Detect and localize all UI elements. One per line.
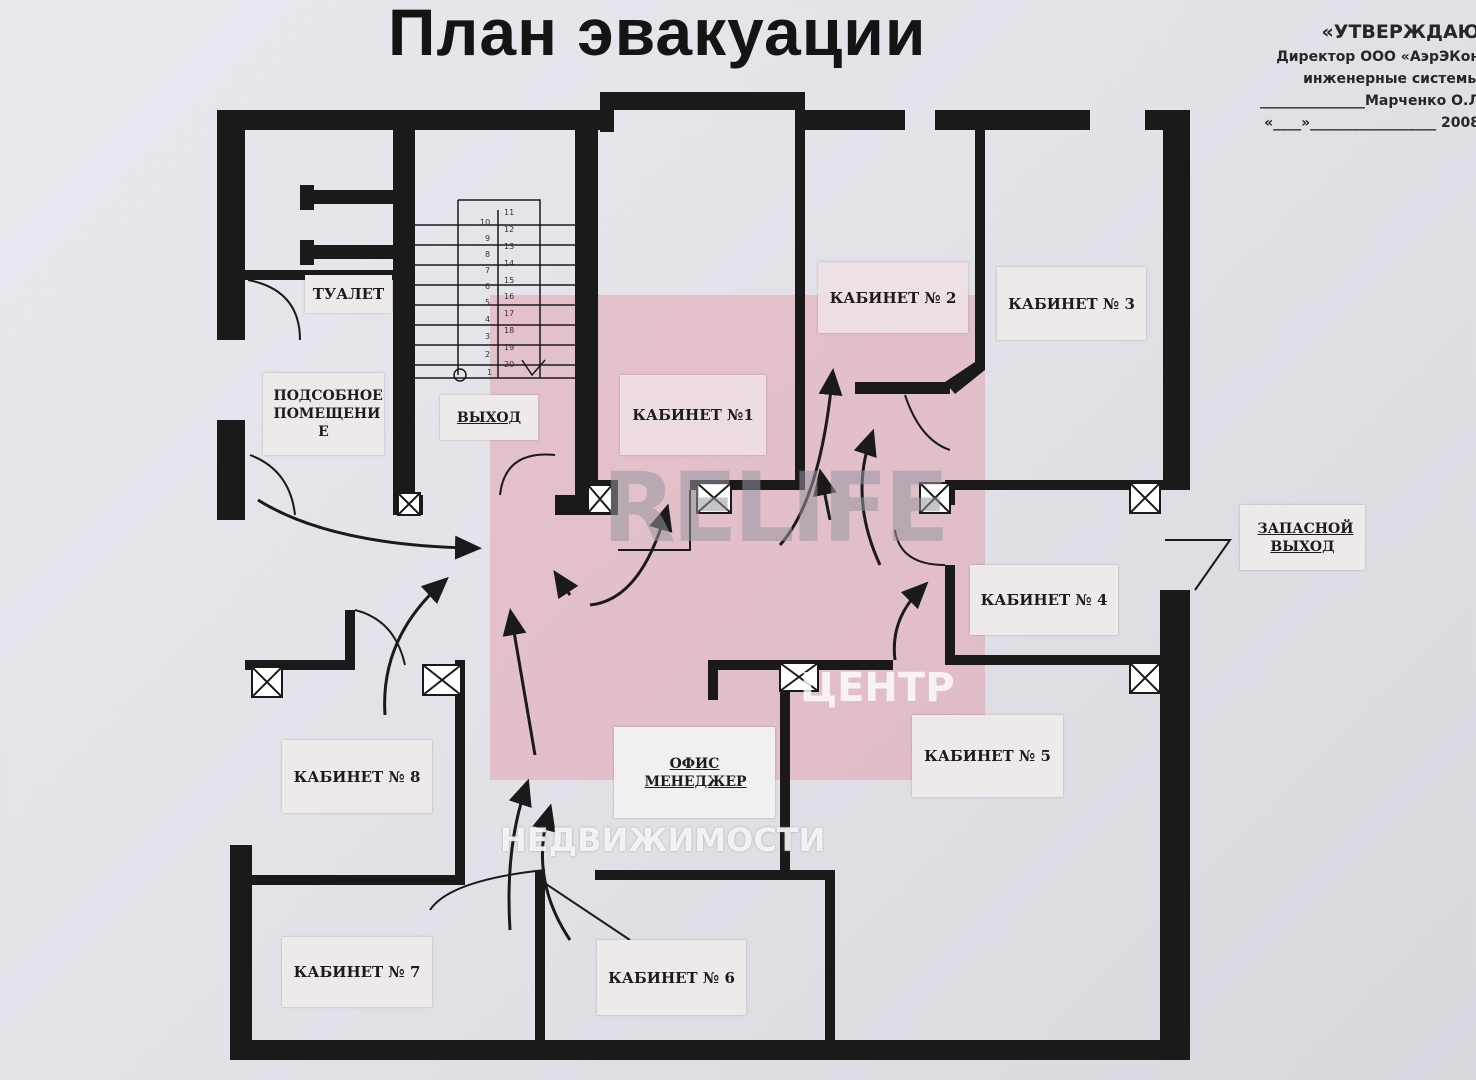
label-text: ОФИС МЕНЕДЖЕР	[644, 755, 747, 790]
stair-number: 18	[504, 326, 515, 335]
stair-number: 8	[485, 250, 491, 259]
stair-number: 7	[485, 266, 491, 275]
room-label-office-1: КАБИНЕТ №1	[620, 375, 766, 455]
room-label-emergency-exit: ЗАПАСНОЙ ВЫХОД	[1240, 505, 1365, 570]
watermark-line2: НЕДВИЖИМОСТИ	[500, 821, 826, 859]
stair-number: 4	[485, 315, 491, 324]
label-text: ЗАПАСНОЙ ВЫХОД	[1257, 520, 1354, 555]
ventilation-shafts	[251, 482, 1161, 698]
page-title: План эвакуации	[388, 0, 927, 69]
watermark-line1: ЦЕНТР	[800, 665, 955, 711]
label-text: КАБИНЕТ № 6	[608, 968, 735, 987]
label-text: КАБИНЕТ № 5	[924, 747, 1051, 765]
approval-line: инженерные системы	[1303, 71, 1476, 87]
approval-line: Директор ООО «АэрЭКон	[1276, 49, 1476, 65]
label-text: ТУАЛЕТ	[312, 285, 385, 303]
stair-number: 5	[485, 298, 491, 307]
room-label-toilet: ТУАЛЕТ	[305, 275, 392, 313]
stair-number: 12	[504, 225, 515, 234]
doors	[247, 279, 1232, 941]
stair-number: 11	[504, 208, 515, 217]
stair-number: 14	[504, 259, 515, 268]
room-label-office-2: КАБИНЕТ № 2	[818, 262, 968, 333]
approval-heading: «УТВЕРЖДАЮ	[1321, 21, 1476, 43]
room-label-office-3: КАБИНЕТ № 3	[997, 267, 1146, 340]
label-text: ПОДСОБНОЕ ПОМЕЩЕНИ Е	[273, 388, 383, 440]
stair-number: 9	[485, 234, 491, 243]
stair-number: 17	[504, 309, 515, 318]
label-text: ВЫХОД	[456, 409, 522, 426]
room-label-exit: ВЫХОД	[440, 395, 538, 440]
room-label-office-6: КАБИНЕТ № 6	[597, 940, 746, 1015]
label-text: КАБИНЕТ № 2	[829, 288, 957, 307]
room-label-office-5: КАБИНЕТ № 5	[912, 715, 1063, 797]
stair-lines	[415, 199, 575, 382]
label-text: КАБИНЕТ № 4	[980, 591, 1108, 609]
label-text: КАБИНЕТ № 7	[293, 963, 421, 981]
stair-number: 20	[504, 360, 515, 369]
approval-line: _______________Марченко О.Л	[1259, 93, 1476, 109]
watermark-brand: RELIFE	[602, 452, 950, 564]
stair-number: 13	[504, 242, 515, 251]
approval-line: «____»__________________ 2008	[1264, 115, 1476, 131]
stair-number: 10	[480, 218, 491, 227]
stair-number: 6	[485, 282, 491, 291]
room-label-utility: ПОДСОБНОЕ ПОМЕЩЕНИ Е	[263, 373, 384, 455]
label-text: КАБИНЕТ №1	[632, 406, 754, 424]
label-text: КАБИНЕТ № 3	[1008, 294, 1135, 313]
room-label-office-4: КАБИНЕТ № 4	[970, 565, 1118, 635]
room-label-office-8: КАБИНЕТ № 8	[282, 740, 432, 813]
approval-block: «УТВЕРЖДАЮ Директор ООО «АэрЭКон инженер…	[1260, 18, 1476, 134]
stair-number: 19	[504, 343, 515, 352]
stair-number: 15	[504, 276, 515, 285]
room-label-manager-office: ОФИС МЕНЕДЖЕР	[614, 727, 775, 818]
stair-number: 16	[504, 292, 515, 301]
stair-number: 2	[485, 350, 491, 359]
evacuation-arrows	[257, 368, 929, 941]
label-text: КАБИНЕТ № 8	[293, 767, 421, 786]
walls	[217, 92, 1190, 1060]
stair-number: 1	[487, 368, 493, 377]
room-label-office-7: КАБИНЕТ № 7	[282, 937, 432, 1007]
stair-number: 3	[485, 332, 491, 341]
